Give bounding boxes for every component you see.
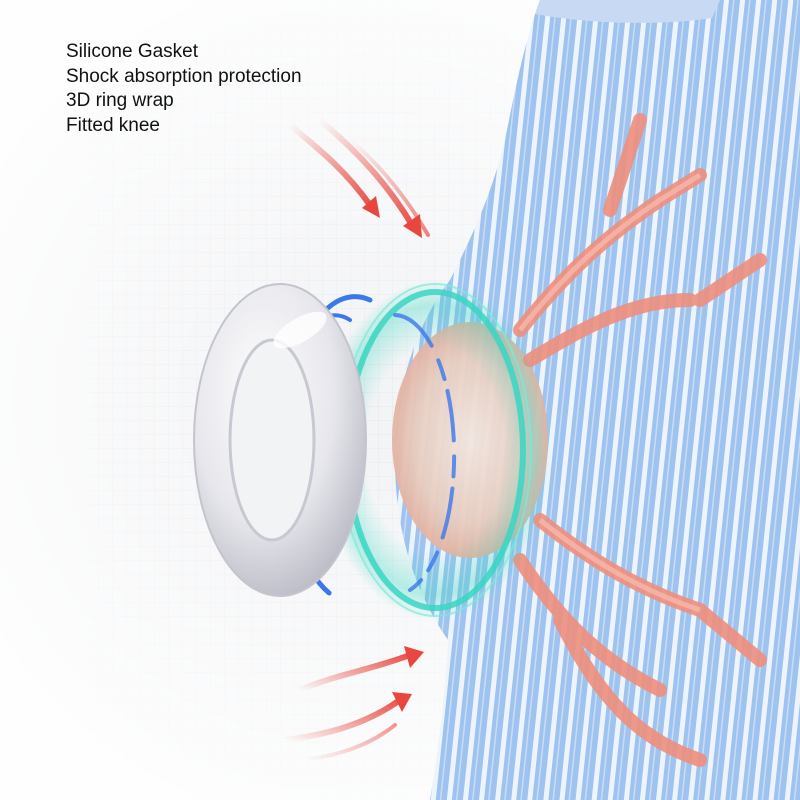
feature-fitted-knee: Fitted knee	[66, 114, 160, 136]
silicone-gasket-ring-icon	[193, 283, 367, 597]
feature-shock-absorption: Shock absorption protection	[66, 65, 302, 87]
feature-silicone-gasket: Silicone Gasket	[66, 41, 199, 62]
pressure-arrow-icon	[282, 646, 424, 762]
feature-list: Silicone Gasket Shock absorption protect…	[66, 40, 302, 138]
feature-3d-ring-wrap: 3D ring wrap	[66, 90, 174, 111]
pressure-arrow-icon	[287, 117, 430, 238]
